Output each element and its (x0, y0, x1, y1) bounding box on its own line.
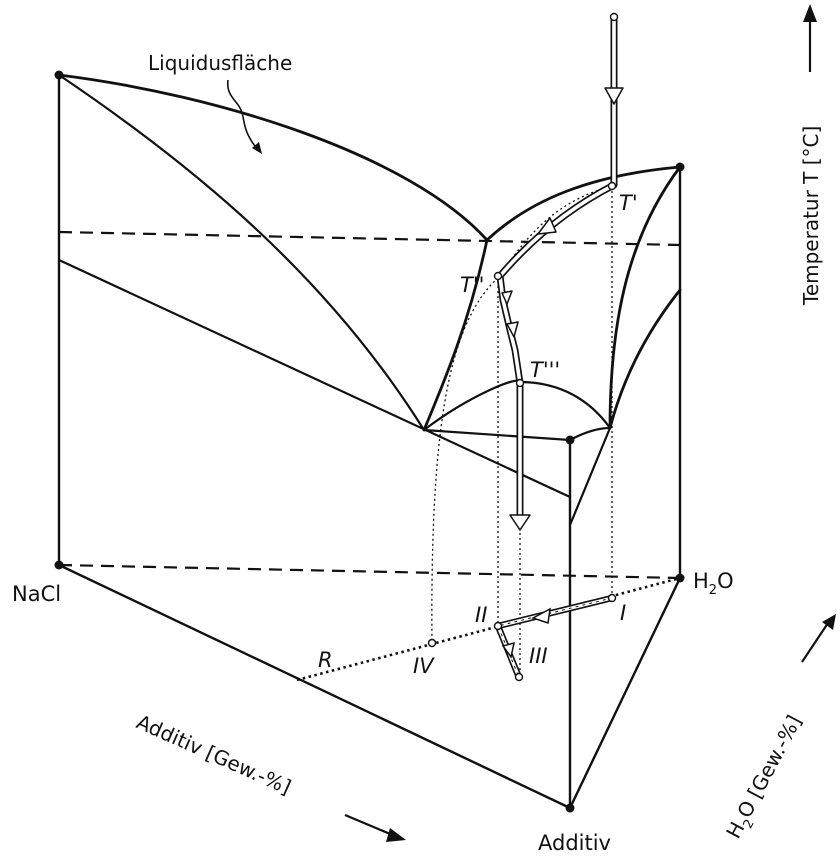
point-iv (427, 638, 437, 648)
curve-nacl-to-saddle (57, 73, 489, 242)
line-nacl-side (57, 258, 572, 499)
base-arrowheads (501, 607, 551, 659)
point-label-t2: T'' (460, 273, 484, 297)
cooling-path-fill (498, 16, 616, 522)
point-t2 (493, 271, 503, 281)
arrowhead-base-2 (501, 641, 515, 659)
line-eutectic-ridge (422, 428, 572, 442)
liquidus-curves (57, 73, 682, 432)
edge-base-additive-h2o (568, 576, 682, 810)
arrowhead-valley-1 (501, 290, 513, 305)
isotherm-line (58, 230, 681, 247)
corner-label-additive: Additiv (538, 831, 611, 855)
point-label-iii: III (529, 644, 548, 668)
point-t1 (607, 181, 617, 191)
edge-base-nacl-additive (57, 563, 572, 810)
solid-lines (57, 73, 612, 527)
base-path-outline (494, 594, 616, 679)
curve-nacl-diagonal (57, 73, 426, 432)
corner-label-h2o: H2O (693, 569, 734, 598)
curve-h2o-front (608, 288, 682, 430)
liquidus-label: Liquidusfläche (148, 51, 292, 75)
dot-additive-top (565, 435, 575, 445)
liquidus-pointer-head (252, 142, 262, 154)
point-top (609, 12, 619, 22)
point-ii (493, 621, 503, 631)
dot-h2o-base (675, 573, 685, 583)
additive-arrow-line (344, 813, 396, 838)
point-i (607, 593, 617, 603)
arrowhead-base-1 (531, 607, 551, 624)
dot-h2o-top (675, 162, 685, 172)
dotted-curve-t2-to-iv (431, 185, 613, 644)
hollow-points (427, 12, 619, 682)
water-axis-label: H2O [Gew.-%] (721, 711, 810, 845)
arrowhead-valley-2 (506, 321, 519, 338)
point-label-t1: T' (619, 191, 638, 215)
line-additive-front (568, 426, 612, 527)
temperature-arrow-head (803, 4, 817, 22)
dot-additive-base (565, 803, 575, 813)
base-edge-nacl-h2o (58, 563, 681, 580)
point-label-iv: IV (413, 654, 435, 678)
curve-h2o-valley (608, 165, 682, 430)
water-arrow-head (822, 614, 836, 630)
dot-nacl-base (54, 560, 64, 570)
cooling-path (496, 14, 618, 524)
dotted-lines (431, 185, 613, 678)
arrowhead-top (604, 87, 624, 105)
dot-nacl-top (54, 70, 64, 80)
water-arrow-line (801, 619, 831, 663)
point-iii (514, 672, 524, 682)
cooling-arrowheads (501, 87, 624, 531)
corner-dots (54, 70, 685, 813)
point-label-r: R (318, 648, 333, 672)
point-label-t3: T''' (530, 358, 560, 382)
arrowhead-bottom (509, 514, 531, 531)
liquidus-pointer-arrow (226, 79, 259, 151)
arrowhead-liquidus (537, 217, 557, 235)
point-label-ii: II (475, 603, 487, 627)
curve-saddle-to-h2o (485, 165, 682, 242)
curve-additive-to-eutectic (568, 426, 612, 442)
dotted-base-r-to-h2o (296, 576, 681, 682)
additive-axis-label: Additiv [Gew.-%] (133, 710, 295, 800)
cooling-path-outline (496, 14, 618, 524)
curve-saddle-to-binary-eutectic (422, 238, 489, 432)
corner-label-nacl: NaCl (12, 582, 61, 606)
additive-arrow-head (386, 828, 406, 842)
point-label-i: I (620, 601, 626, 625)
base-path (494, 594, 616, 679)
point-t3 (515, 378, 525, 388)
temperature-axis-label: Temperatur T [°C] (799, 126, 823, 306)
prism-frame (57, 73, 682, 810)
